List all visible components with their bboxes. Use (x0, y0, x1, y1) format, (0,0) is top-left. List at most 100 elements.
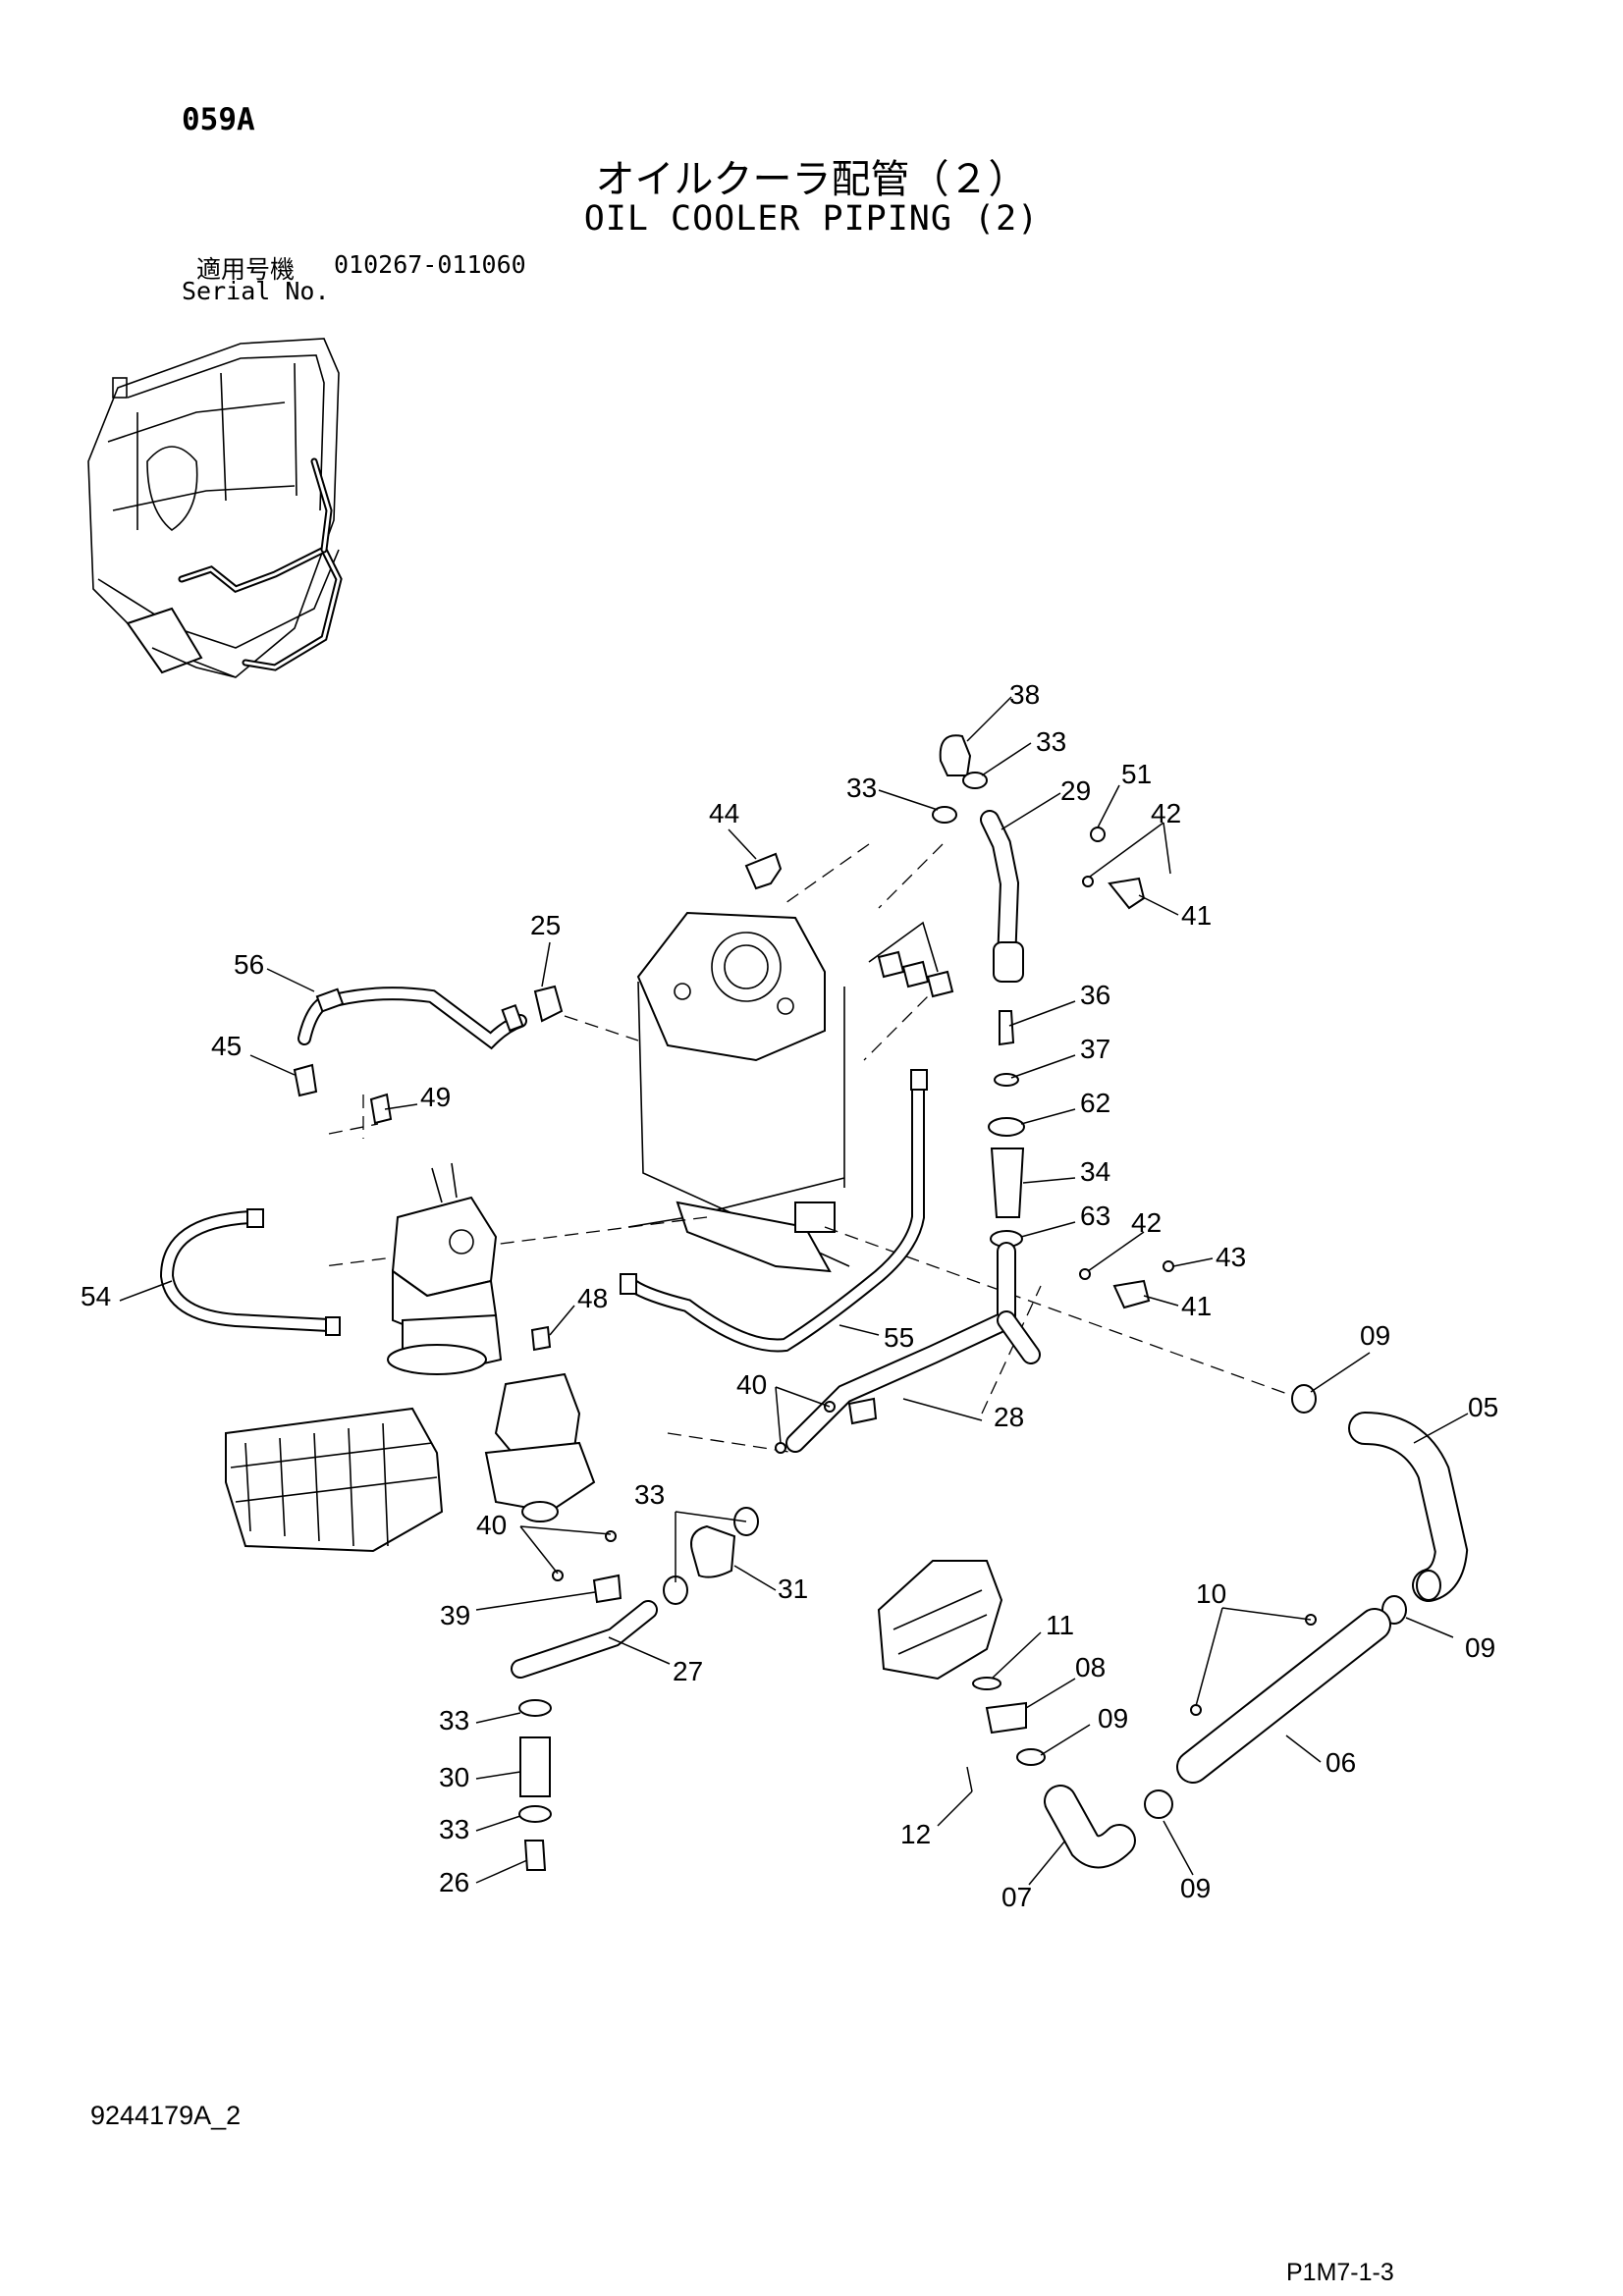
hose-05 (1348, 1412, 1469, 1602)
clamp-33-lower-b (518, 1805, 552, 1823)
callout-34: 34 (1080, 1156, 1110, 1187)
callout-36: 36 (1080, 980, 1110, 1010)
serial-label-english: Serial No. (182, 277, 330, 305)
hose-31 (690, 1524, 736, 1578)
bolt-10-left (1190, 1704, 1202, 1716)
callout-40-b: 40 (476, 1510, 507, 1540)
callout-45: 45 (211, 1031, 242, 1061)
callout-08: 08 (1075, 1652, 1106, 1682)
fitting-26 (523, 1840, 547, 1871)
callout-56: 56 (234, 949, 264, 980)
fitting-36 (999, 1010, 1015, 1046)
serial-number-range: 010267-011060 (334, 250, 526, 279)
callout-49: 49 (420, 1082, 451, 1112)
bracket-41-upper (1108, 877, 1146, 910)
callout-leader-lines (119, 696, 1469, 1886)
callout-09-d: 09 (1180, 1873, 1211, 1903)
bolt-40-lower-a (552, 1570, 564, 1581)
callout-38: 38 (1009, 679, 1040, 710)
clamp-33-top-left (932, 806, 957, 824)
callout-31: 31 (778, 1574, 808, 1604)
swivel-joint (484, 1372, 596, 1522)
assembly-guide-lines (323, 843, 1302, 1454)
bolt-40-upper-b (775, 1442, 786, 1454)
callout-05: 05 (1468, 1392, 1498, 1422)
callout-26: 26 (439, 1867, 469, 1897)
callout-09-a: 09 (1360, 1320, 1390, 1351)
callout-54: 54 (81, 1281, 111, 1311)
bolt-12 (966, 1766, 973, 1792)
hose-34 (990, 1148, 1025, 1218)
page-reference: P1M7-1-3 (1286, 2259, 1394, 2286)
callout-25: 25 (530, 910, 561, 940)
callout-07: 07 (1001, 1882, 1032, 1912)
clamp-09-upper (1291, 1384, 1317, 1414)
callout-10: 10 (1196, 1578, 1226, 1609)
clamp-33-top-right (962, 772, 988, 789)
oil-cooler-housing (877, 1560, 1003, 1681)
page-code: 059A (182, 102, 255, 137)
fitting-48 (530, 1325, 552, 1352)
bolt-40-lower-b (605, 1530, 617, 1542)
page-title-japanese: オイルクーラ配管（２） (595, 157, 1028, 202)
bolt-43 (1163, 1260, 1174, 1272)
bolt-42-lower (1079, 1268, 1091, 1280)
callout-09-b: 09 (1465, 1632, 1495, 1663)
callout-12: 12 (900, 1819, 931, 1849)
callout-29: 29 (1060, 775, 1091, 806)
fitting-49 (369, 1093, 393, 1125)
callout-41-b: 41 (1181, 1291, 1212, 1321)
hose-07 (1044, 1785, 1136, 1869)
pipe-27 (511, 1600, 658, 1679)
bolt-42-upper (1082, 876, 1094, 887)
callout-33-e: 33 (439, 1814, 469, 1844)
callout-33-b: 33 (846, 773, 877, 803)
clamp-33-lower-a (518, 1699, 552, 1717)
callout-09-c: 09 (1098, 1703, 1128, 1734)
hydraulic-tank-frame (627, 911, 939, 1273)
bracket-44 (744, 852, 783, 890)
callout-40-a: 40 (736, 1369, 767, 1400)
callout-42-a: 42 (1151, 798, 1181, 828)
callout-41-a: 41 (1181, 900, 1212, 931)
clamp-09-middle (1016, 1748, 1046, 1766)
pipe-29 (980, 810, 1024, 983)
callout-63: 63 (1080, 1201, 1110, 1231)
callout-37: 37 (1080, 1034, 1110, 1064)
callout-39: 39 (440, 1600, 470, 1630)
o-ring-37 (994, 1073, 1019, 1087)
pipe-06 (1176, 1608, 1391, 1784)
callout-44: 44 (709, 798, 739, 828)
bracket-39 (592, 1574, 622, 1604)
callout-33-d: 33 (439, 1705, 469, 1735)
flange-08 (985, 1701, 1027, 1735)
callout-33-a: 33 (1036, 726, 1066, 757)
callout-62: 62 (1080, 1088, 1110, 1118)
callout-27: 27 (673, 1656, 703, 1686)
clamp-62 (988, 1117, 1025, 1137)
hose-30 (519, 1736, 551, 1797)
callout-30: 30 (439, 1762, 469, 1792)
callout-42-b: 42 (1131, 1207, 1162, 1238)
manifold-fittings (877, 950, 954, 998)
elbow-38 (939, 734, 972, 776)
callout-43: 43 (1216, 1242, 1246, 1272)
document-code: 9244179A_2 (90, 2101, 242, 2130)
callout-48: 48 (577, 1283, 608, 1313)
bolt-51 (1090, 827, 1106, 842)
serial-label-japanese: 適用号機 (196, 255, 296, 284)
adapter-25 (533, 985, 564, 1023)
hydraulic-pump (387, 1162, 503, 1376)
hose-54 (159, 1208, 341, 1336)
bracket-41-lower (1112, 1279, 1151, 1309)
hose-55 (620, 1069, 928, 1353)
callout-33-c: 33 (634, 1479, 665, 1510)
machine-overview-inset (87, 338, 343, 678)
callout-06: 06 (1325, 1747, 1356, 1778)
hose-56 (298, 987, 527, 1050)
control-valve-bank (225, 1407, 444, 1553)
clamp-09-lower (1144, 1789, 1173, 1819)
page-title-english: OIL COOLER PIPING (2) (583, 199, 1040, 239)
